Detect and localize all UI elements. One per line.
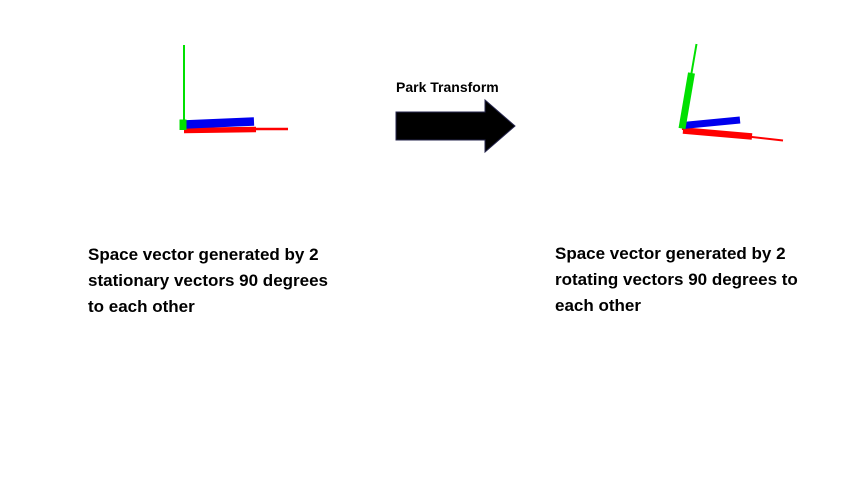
- park-transform-arrow: [395, 98, 516, 154]
- right-caption-line-2: rotating vectors 90 degrees to: [555, 270, 798, 289]
- park-transform-label: Park Transform: [396, 79, 499, 95]
- stationary-frame-diagram: [179, 45, 288, 134]
- alpha-component-vector: [183, 126, 257, 134]
- d-component-vector: [682, 127, 753, 140]
- right-caption-line-3: each other: [555, 296, 641, 315]
- right-caption-line-1: Space vector generated by 2: [555, 244, 786, 263]
- q-component-vector: [678, 72, 695, 130]
- left-caption-line-2: stationary vectors 90 degrees: [88, 271, 329, 290]
- left-caption: Space vector generated by 2 stationary v…: [88, 242, 328, 320]
- right-caption: Space vector generated by 2 rotating vec…: [555, 241, 798, 319]
- left-caption-line-3: to each other: [88, 297, 195, 316]
- rotating-frame-diagram: [678, 43, 784, 142]
- left-caption-line-1: Space vector generated by 2: [88, 245, 319, 264]
- space-vector: [183, 117, 255, 129]
- space-vector: [682, 116, 741, 129]
